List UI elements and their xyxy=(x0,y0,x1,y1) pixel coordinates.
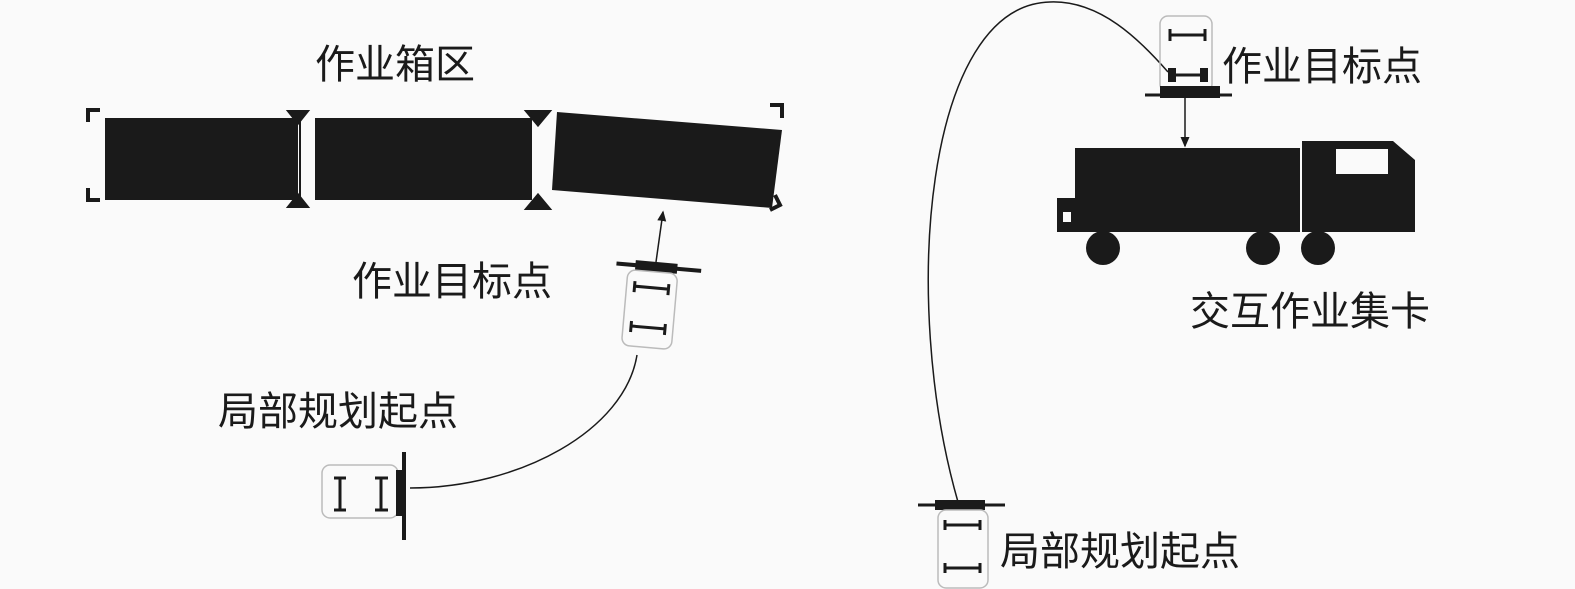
truck xyxy=(1057,141,1415,265)
truck-wheel xyxy=(1086,231,1120,265)
container-3 xyxy=(552,112,782,208)
right-start-vehicle xyxy=(918,500,1005,589)
truck-window xyxy=(1336,149,1388,174)
container-area xyxy=(86,103,784,212)
container-1 xyxy=(105,118,298,200)
truck-wheel xyxy=(1246,231,1280,265)
right-path-curve xyxy=(927,1,1169,503)
left-target-vehicle xyxy=(616,260,702,350)
truck-label: 交互作业集卡 xyxy=(1190,289,1430,335)
right-target-label: 作业目标点 xyxy=(1222,44,1422,90)
left-start-vehicle xyxy=(321,452,406,540)
left-path-curve xyxy=(409,354,638,489)
right-target-vehicle xyxy=(1145,15,1232,98)
target-arrow xyxy=(655,210,667,263)
container-2 xyxy=(315,118,532,200)
truck-trailer xyxy=(1075,148,1300,232)
container-area-label: 作业箱区 xyxy=(315,42,475,88)
left-target-label: 作业目标点 xyxy=(352,259,552,305)
truck-wheel xyxy=(1301,231,1335,265)
left-start-label: 局部规划起点 xyxy=(218,389,458,435)
corner-castings xyxy=(86,103,784,212)
right-start-label: 局部规划起点 xyxy=(1000,529,1240,575)
